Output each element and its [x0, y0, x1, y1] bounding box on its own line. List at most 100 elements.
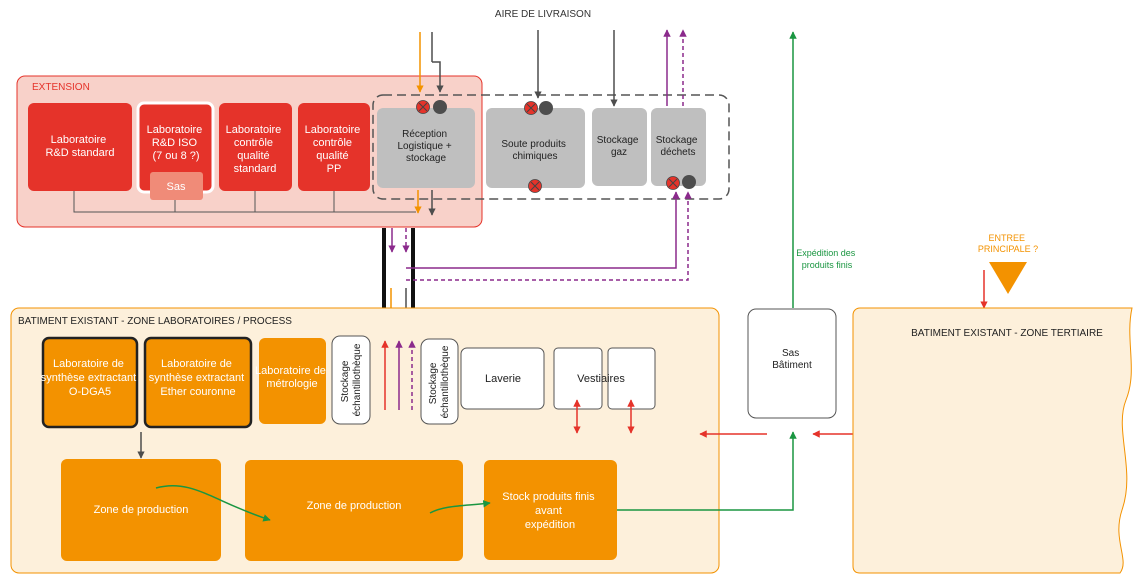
expedition-line-1: Expédition des: [796, 248, 856, 258]
lab-qc-standard: Laboratoire contrôle qualité standard: [219, 103, 292, 191]
forbidden-access-icon: [416, 100, 430, 114]
reception-line-2: Logistique +: [398, 141, 452, 152]
svg-text:Sas Bâtiment: Sas Bâtiment: [772, 348, 812, 371]
production-flow: [155, 31, 797, 522]
storage-2-line-2: échantillothèque: [440, 345, 451, 418]
lab-rd-iso-line-3: (7 ou 8 ?): [152, 150, 199, 162]
lab-rd-standard: Laboratoire R&D standard: [28, 103, 132, 191]
lab-synthese-odga5: Laboratoire de synthèse extractant O-DGA…: [41, 336, 139, 429]
access-icon-group-reception: [416, 100, 447, 114]
tertiary-zone: BATIMENT EXISTANT - ZONE TERTIAIRE: [852, 307, 1133, 574]
lab-rd-standard-line-1: Laboratoire: [51, 134, 107, 146]
reception-logistique: Réception Logistique + stockage: [377, 108, 475, 188]
laverie: Laverie: [460, 347, 545, 410]
access-icon-group-soute: [524, 101, 553, 193]
sas-batiment-line-1: Sas: [782, 348, 799, 359]
lab-qc-pp: Laboratoire contrôle qualité PP: [298, 103, 370, 191]
svg-text:Stock produits finis ava: Stock produits finis avant expédition: [502, 491, 597, 531]
svg-text:Soute produits chimiques: Soute produits chimiques: [501, 139, 568, 162]
sas-label: Sas: [167, 181, 186, 193]
entree-line-1: ENTREE: [988, 233, 1025, 243]
production-zone-2: Zone de production: [245, 460, 463, 561]
sas-box: [150, 172, 203, 200]
svg-text:Laboratoire contrôle: Laboratoire contrôle qualité PP: [305, 124, 364, 175]
lab-qc-standard-line-3: qualité: [237, 150, 269, 162]
delivery-flows: [416, 29, 687, 107]
lab-qc-standard-line-2: contrôle: [234, 137, 273, 149]
production-zone-2-label: Zone de production: [307, 500, 402, 512]
stock-line-3: expédition: [525, 519, 575, 531]
lab-qc-pp-line-1: Laboratoire: [305, 124, 361, 136]
storage-echantillotheque-2: Stockage échantillothèque: [420, 338, 459, 425]
access-point-icon: [539, 101, 553, 115]
extension-lab-connector: [73, 190, 416, 213]
reception-line-1: Réception: [402, 129, 447, 140]
delivery-area-label: AIRE DE LIVRAISON: [495, 9, 591, 20]
production-zone-1: Zone de production: [61, 459, 221, 561]
stock-line-2: avant: [535, 505, 562, 517]
vestiaires-label: Vestiaires: [577, 373, 625, 385]
expedition-line-2: produits finis: [802, 260, 853, 270]
svg-text:Laboratoire de synthèse: Laboratoire de synthèse extractant Ether…: [149, 358, 247, 398]
gaz-line-2: gaz: [611, 147, 627, 158]
odga5-line-2: synthèse extractant: [41, 372, 136, 384]
svg-text:Laboratoire R&D ISO: Laboratoire R&D ISO (7 ou 8 ?): [147, 124, 206, 162]
odga5-line-1: Laboratoire de: [53, 358, 124, 370]
ether-line-2: synthèse extractant: [149, 372, 244, 384]
storage-zone-dashed: [372, 94, 730, 200]
svg-text:Stockage échantillothèqu: Stockage échantillothèque: [428, 345, 451, 418]
extension-title: EXTENSION: [32, 82, 90, 93]
soute-line-2: chimiques: [512, 151, 557, 162]
svg-text:Stockage déchets: Stockage déchets: [656, 135, 700, 158]
sas-batiment: Sas Bâtiment: [747, 308, 837, 419]
lab-rd-standard-line-2: R&D standard: [45, 147, 114, 159]
forbidden-access-icon: [666, 176, 680, 190]
reception-outflows: [414, 190, 436, 216]
svg-text:Expédition des produits fi: Expédition des produits finis: [796, 248, 858, 270]
storage-1-line-1: Stockage: [340, 360, 351, 402]
main-entrance-triangle-icon: [989, 262, 1027, 294]
stockage-gaz: Stockage gaz: [592, 108, 647, 186]
access-icon-group-dechets: [666, 175, 696, 190]
sas-batiment-line-2: Bâtiment: [772, 360, 812, 371]
lab-rd-iso-line-1: Laboratoire: [147, 124, 203, 136]
metrologie-line-2: métrologie: [266, 378, 317, 390]
storage-echantillotheque-1: Stockage échantillothèque: [331, 335, 371, 425]
lab-rd-iso-line-2: R&D ISO: [152, 137, 198, 149]
storage-2-line-1: Stockage: [428, 362, 439, 404]
access-point-icon: [433, 100, 447, 114]
svg-text:ENTREE PRINCIPALE ?: ENTREE PRINCIPALE ?: [978, 233, 1038, 254]
tertiary-zone-title: BATIMENT EXISTANT - ZONE TERTIAIRE: [911, 328, 1103, 339]
lab-rd-iso: Laboratoire R&D ISO (7 ou 8 ?) Sas: [136, 101, 215, 200]
corridor-vertical-flows: [381, 340, 416, 410]
vestiaires: Vestiaires: [553, 347, 656, 410]
stockage-dechets: Stockage déchets: [651, 108, 706, 186]
svg-text:Stockage échantillothèqu: Stockage échantillothèque: [340, 343, 363, 416]
entree-line-2: PRINCIPALE ?: [978, 244, 1038, 254]
lab-metrologie: Laboratoire de métrologie: [255, 338, 329, 424]
lab-qc-pp-line-3: qualité: [316, 150, 348, 162]
ether-line-3: Ether couronne: [160, 386, 235, 398]
svg-text:Stockage gaz: Stockage gaz: [597, 135, 641, 158]
metrologie-line-1: Laboratoire de: [255, 365, 326, 377]
waste-flows: [388, 191, 692, 281]
lab-qc-pp-line-4: PP: [327, 163, 342, 175]
dechets-line-2: déchets: [660, 147, 695, 158]
laverie-label: Laverie: [485, 373, 521, 385]
soute-produits-chimiques: Soute produits chimiques: [486, 108, 585, 188]
ether-line-1: Laboratoire de: [161, 358, 232, 370]
lab-synthese-ether: Laboratoire de synthèse extractant Ether…: [143, 336, 253, 429]
svg-text:Laboratoire de métrologi: Laboratoire de métrologie: [255, 365, 329, 390]
reception-line-3: stockage: [406, 153, 446, 164]
odga5-line-3: O-DGA5: [69, 386, 111, 398]
access-point-icon: [682, 175, 696, 189]
dechets-line-1: Stockage: [656, 135, 698, 146]
lab-qc-standard-line-4: standard: [234, 163, 277, 175]
svg-text:Laboratoire contrôle: Laboratoire contrôle qualité standard: [226, 124, 285, 175]
stock-produits-finis: Stock produits finis avant expédition: [484, 460, 617, 560]
svg-text:Laboratoire R&D standard: Laboratoire R&D standard: [45, 134, 114, 159]
svg-text:Laboratoire de synthèse: Laboratoire de synthèse extractant O-DGA…: [41, 358, 139, 398]
forbidden-access-icon: [528, 179, 542, 193]
existing-lab-zone-title: BATIMENT EXISTANT - ZONE LABORATOIRES / …: [18, 316, 292, 327]
lab-qc-pp-line-2: contrôle: [313, 137, 352, 149]
